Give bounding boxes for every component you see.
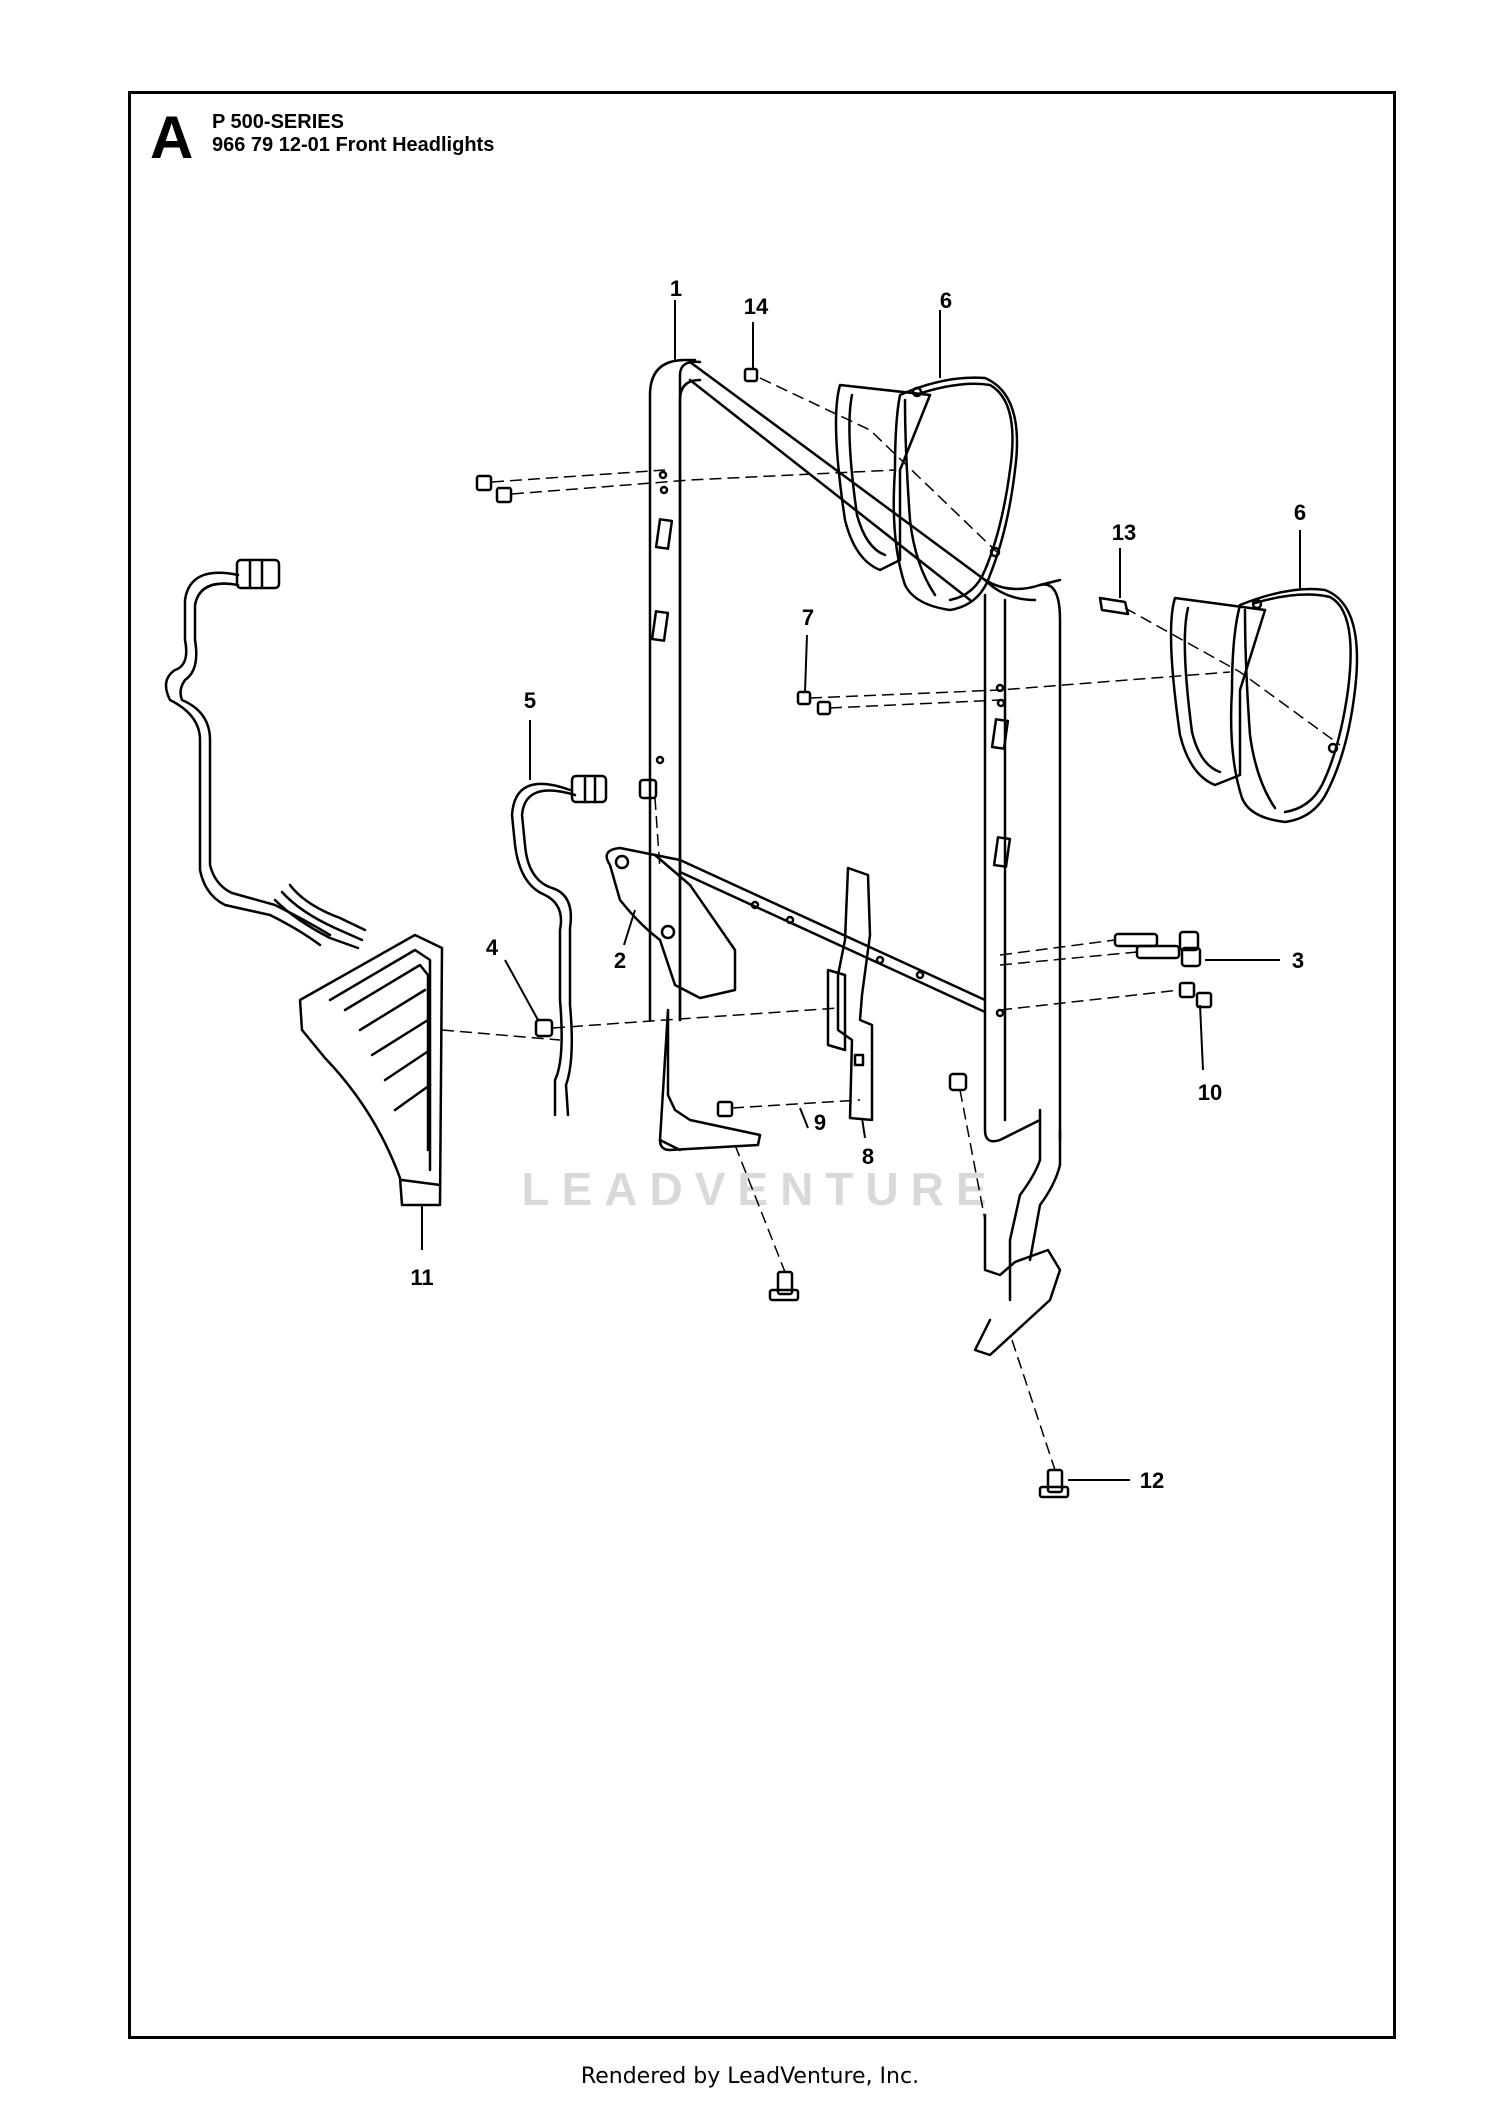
- headlight-lower-part-6: [1169, 587, 1359, 824]
- callout-11: 11: [410, 1265, 433, 1290]
- watermark-text: LEADVENTURE: [521, 1163, 998, 1215]
- callout-12: 12: [1140, 1468, 1164, 1493]
- diagram-frame: [128, 91, 1396, 2039]
- harness-wire-long: [164, 558, 367, 950]
- frame-part-1: [648, 358, 1062, 1262]
- callout-14: 14: [744, 294, 769, 319]
- callout-8: 8: [862, 1144, 874, 1169]
- section-letter: A: [150, 104, 194, 171]
- fasteners: [475, 367, 1213, 1499]
- callouts: 1 2 3 4 5 6 6 7 8 9 10 11 12 13 14: [410, 276, 1306, 1493]
- bracket-part-8: [826, 866, 874, 1122]
- headlight-upper-part-6: [834, 376, 1019, 612]
- bracket-part-2: [605, 846, 737, 1000]
- callout-6-upper: 6: [940, 288, 952, 313]
- callout-7: 7: [802, 605, 814, 630]
- assembly-lines: [441, 377, 1341, 1471]
- callout-1: 1: [670, 276, 682, 301]
- callout-2: 2: [614, 948, 626, 973]
- callout-10: 10: [1198, 1080, 1222, 1105]
- callout-5: 5: [524, 688, 536, 713]
- series-title: P 500-SERIES: [212, 111, 344, 133]
- callout-6-lower: 6: [1294, 500, 1306, 525]
- callout-3: 3: [1292, 948, 1304, 973]
- callout-13: 13: [1112, 520, 1136, 545]
- part-title: 966 79 12-01 Front Headlights: [212, 134, 495, 156]
- leader-lines: [421, 300, 1301, 1481]
- callout-9: 9: [814, 1110, 826, 1135]
- housing-part-11: [298, 933, 444, 1207]
- harness-part-5: [510, 774, 608, 1117]
- lower-brackets: [658, 1008, 1062, 1357]
- footer-credit: Rendered by LeadVenture, Inc.: [580, 2064, 920, 2089]
- callout-4: 4: [486, 935, 499, 960]
